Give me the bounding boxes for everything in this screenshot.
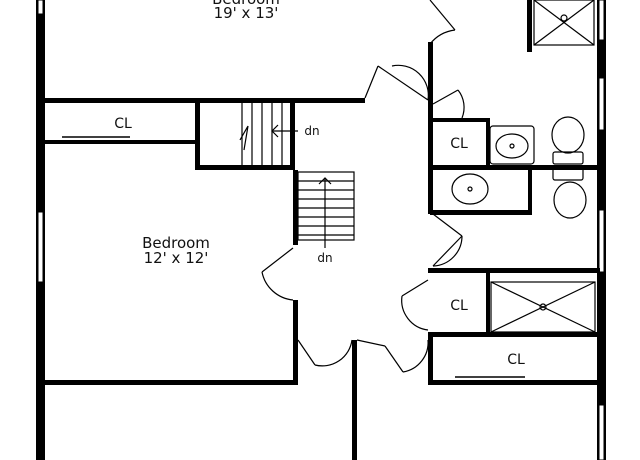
stair-label-lower: dn bbox=[317, 251, 332, 265]
window-right-mid bbox=[598, 77, 605, 131]
sink-lower bbox=[451, 173, 489, 205]
stair-arrow-lower bbox=[318, 177, 332, 248]
window-right-bottom bbox=[598, 404, 605, 460]
sink-upper bbox=[489, 125, 535, 165]
closet-label-bottom-right: CL bbox=[507, 352, 525, 368]
toilet-lower bbox=[552, 167, 587, 219]
windows bbox=[37, 0, 605, 460]
window-left-top bbox=[37, 0, 44, 15]
stairs-upper bbox=[239, 103, 283, 165]
closet-label-mid-right: CL bbox=[450, 298, 468, 314]
interior-walls bbox=[45, 0, 600, 460]
stair-label-upper: dn bbox=[304, 124, 319, 138]
window-right-lower bbox=[598, 209, 605, 273]
bedroom-top-name: Bedroom bbox=[212, 0, 280, 8]
window-right-top bbox=[598, 0, 605, 41]
window-left-mid bbox=[37, 211, 44, 283]
bedroom-left-name: Bedroom bbox=[142, 234, 210, 252]
shower-bottom bbox=[490, 281, 596, 333]
exterior-walls bbox=[36, 0, 606, 460]
toilet-upper bbox=[551, 116, 585, 165]
shower-top bbox=[533, 0, 595, 46]
closet-label-hall: CL bbox=[450, 136, 468, 152]
bedroom-top-size: 19' x 13' bbox=[214, 4, 279, 22]
bedroom-left-size: 12' x 12' bbox=[144, 249, 209, 267]
swing-doors bbox=[261, 0, 465, 373]
stairs-lower bbox=[297, 171, 355, 241]
closet-sliding-doors bbox=[62, 136, 580, 382]
stair-arrow-upper bbox=[271, 124, 298, 138]
closet-label-left: CL bbox=[114, 116, 132, 132]
